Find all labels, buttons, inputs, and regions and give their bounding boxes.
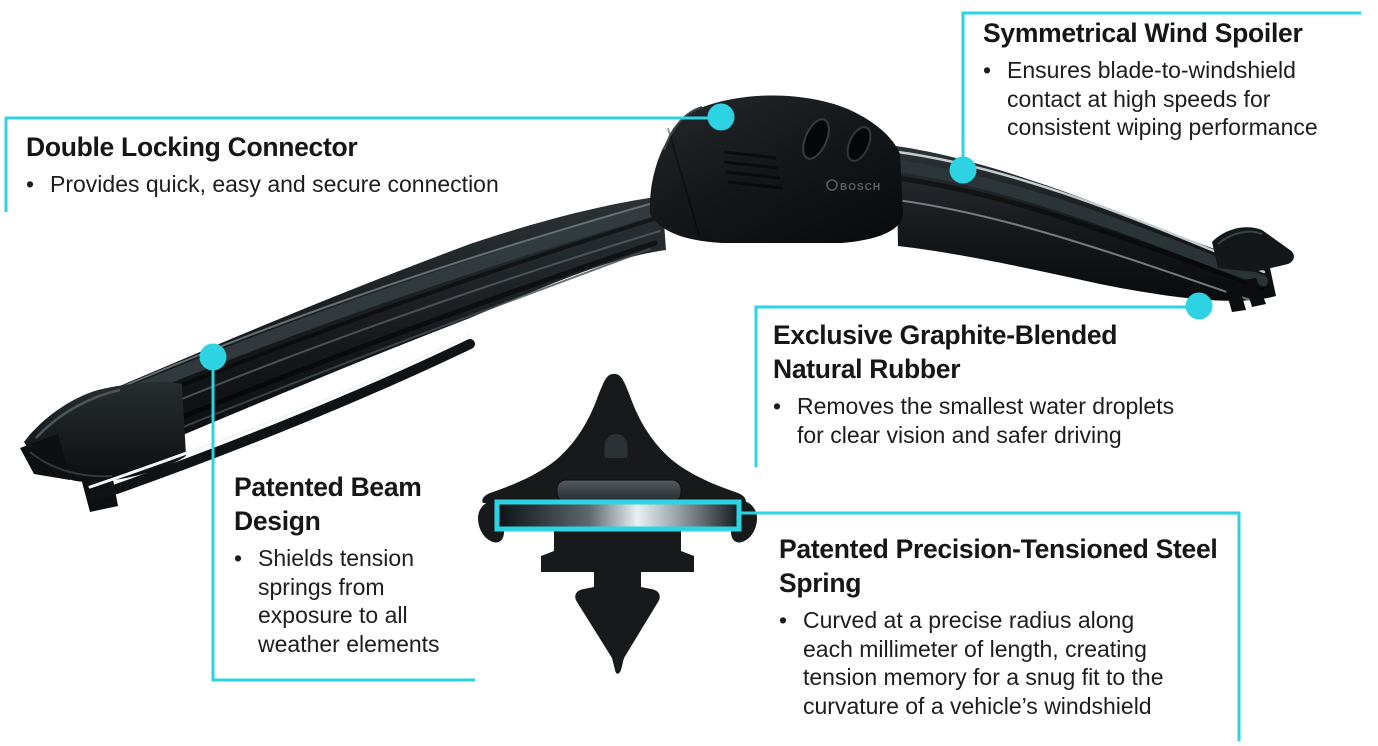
rubber-bullet: • Removes the smallest water droplets fo… (773, 392, 1213, 449)
callout-dot-connector (707, 103, 735, 131)
connector-hole-right (846, 126, 872, 162)
cross-section-fin-notch (604, 434, 628, 458)
callout-dot-beam (199, 343, 227, 371)
rubber-title: Exclusive Graphite-Blended Natural Rubbe… (773, 320, 1118, 384)
callout-lines (4, 11, 1361, 741)
callout-wind-spoiler: Symmetrical Wind Spoiler • Ensures blade… (983, 16, 1377, 142)
beam-title: Patented Beam Design (234, 472, 422, 536)
callout-spring: Patented Precision-Tensioned Steel Sprin… (779, 532, 1231, 720)
bullet-marker: • (773, 393, 782, 419)
connector-hole-left (802, 118, 830, 160)
callout-rubber: Exclusive Graphite-Blended Natural Rubbe… (773, 318, 1213, 449)
bullet-marker: • (779, 607, 788, 633)
callout-dot-wind-spoiler (949, 156, 977, 184)
beam-bullet: • Shields tension springs from exposure … (234, 544, 484, 658)
blade-connector: BOSCH (649, 95, 904, 243)
blade-right-end-cap (1212, 227, 1294, 312)
rubber-bullet-text: Removes the smallest water droplets for … (797, 393, 1175, 448)
bullet-marker: • (26, 171, 35, 197)
callout-line-rubber (754, 305, 1198, 467)
bosch-logo-text: BOSCH (840, 182, 881, 193)
connector-bullet: • Provides quick, easy and secure connec… (26, 170, 696, 199)
blade-left-end-cap (20, 382, 186, 512)
callout-dots (199, 103, 1213, 371)
blade-cross-section-diagram (478, 374, 757, 674)
steel-spring-highlight (494, 499, 742, 532)
connector-title: Double Locking Connector (26, 132, 358, 162)
bullet-marker: • (983, 57, 992, 83)
bosch-emblem-icon (826, 179, 838, 191)
callout-line-wind-spoiler (961, 11, 1361, 170)
connector-bullet-text: Provides quick, easy and secure connecti… (50, 171, 499, 197)
cross-section-inset (556, 479, 682, 503)
wiper-blade-image: BOSCH (20, 95, 1294, 512)
blade-rubber-strip (88, 334, 475, 502)
wind-spoiler-bullet: • Ensures blade-to-windshield contact at… (983, 56, 1377, 142)
spring-title: Patented Precision-Tensioned Steel Sprin… (779, 534, 1218, 598)
spring-bullet-text: Curved at a precise radius along each mi… (803, 607, 1164, 719)
bullet-marker: • (234, 545, 243, 571)
spring-bullet: • Curved at a precise radius along each … (779, 606, 1231, 720)
wind-spoiler-bullet-text: Ensures blade-to-windshield contact at h… (1007, 57, 1318, 140)
callout-line-spring (740, 511, 1241, 741)
wind-spoiler-title: Symmetrical Wind Spoiler (983, 18, 1303, 48)
callout-connector: Double Locking Connector • Provides quic… (26, 130, 696, 199)
callout-line-connector (4, 116, 721, 212)
callout-beam: Patented Beam Design • Shields tension s… (234, 470, 484, 658)
beam-bullet-text: Shields tension springs from exposure to… (258, 545, 440, 657)
cross-section-lower-body (541, 529, 694, 674)
blade-beam-left (88, 196, 666, 470)
callout-dot-rubber (1185, 292, 1213, 320)
callout-line-beam (211, 357, 475, 682)
